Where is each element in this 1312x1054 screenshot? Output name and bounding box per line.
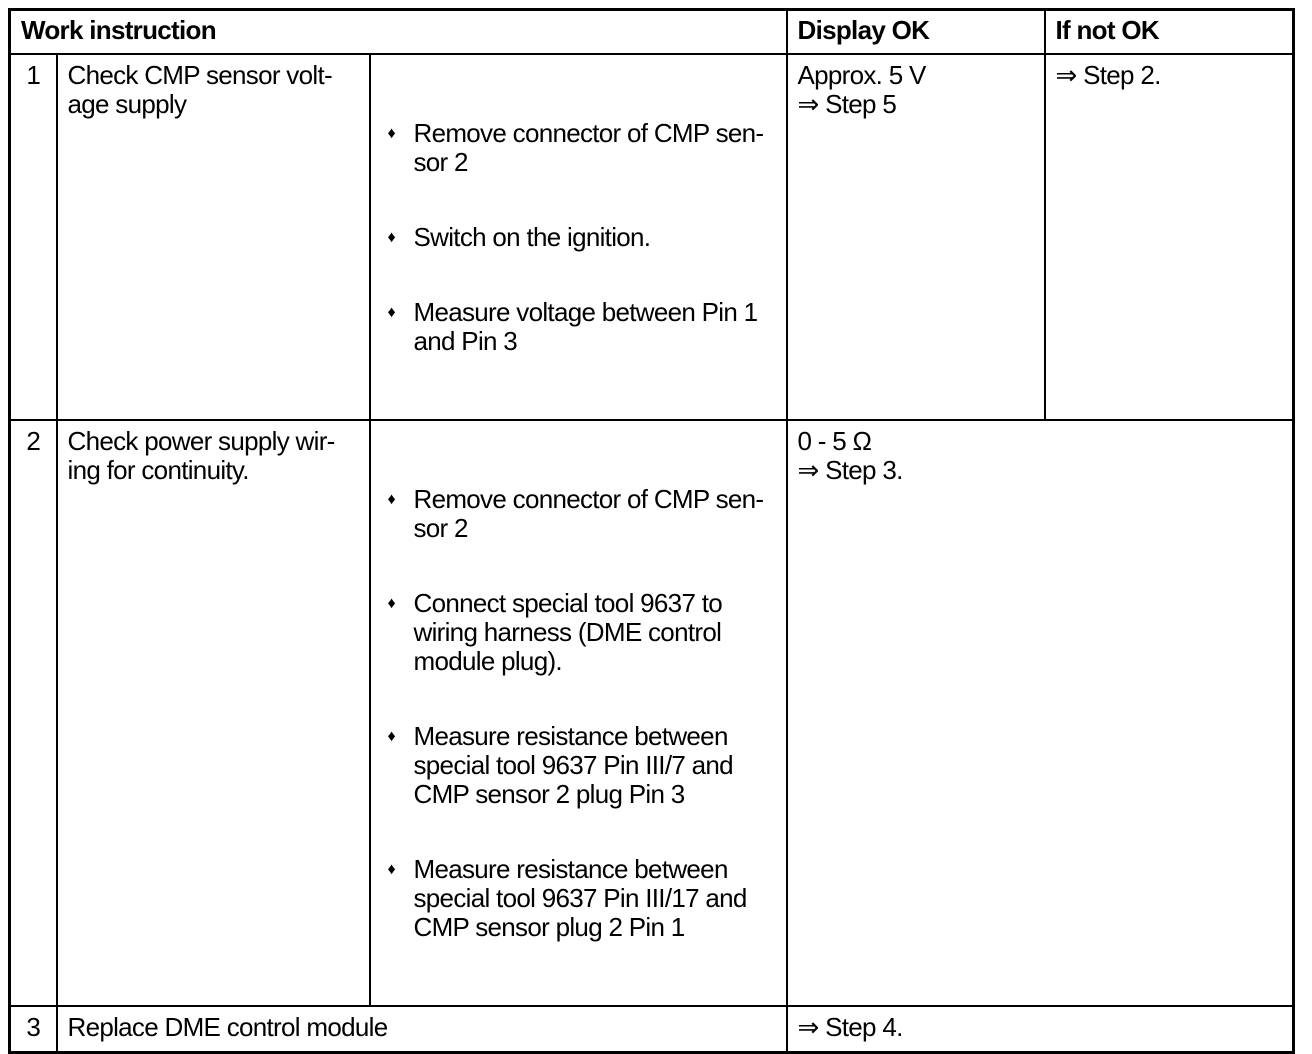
list-item: ♦ Measure resistance between special too… <box>382 720 778 809</box>
bullet-diamond-icon: ♦ <box>387 228 396 246</box>
instruction-cell: Check CMP sensor volt- age supply <box>55 52 371 421</box>
work-instruction-table: Work instruction Display OK If not OK 1 … <box>8 8 1295 1054</box>
bullet-diamond-icon: ♦ <box>387 490 396 508</box>
document-page: Work instruction Display OK If not OK 1 … <box>8 8 1295 1054</box>
list-item: ♦ Switch on the ignition. <box>382 221 778 252</box>
instruction-cell: Check power supply wir- ing for continui… <box>55 418 371 1007</box>
list-item: ♦ Connect special tool 9637 to wiring ha… <box>382 587 778 676</box>
step-number: 3 <box>8 1004 58 1054</box>
step-number: 1 <box>8 52 58 421</box>
action-list: ♦ Remove connector of CMP sen- sor 2 ♦ S… <box>382 90 778 385</box>
display-ok-cell: Approx. 5 V ⇒ Step 5 <box>785 52 1046 421</box>
bullet-diamond-icon: ♦ <box>387 727 396 745</box>
action-text: Connect special tool 9637 to wiring harn… <box>413 587 723 676</box>
action-text: Switch on the ignition. <box>413 221 652 252</box>
step-number: 2 <box>8 418 58 1007</box>
result-cell: ⇒ Step 4. <box>785 1004 1295 1054</box>
actions-cell: ♦ Remove connector of CMP sen- sor 2 ♦ S… <box>368 52 788 421</box>
list-item: ♦ Measure voltage between Pin 1 and Pin … <box>382 296 778 356</box>
action-text: Remove connector of CMP sen- sor 2 <box>413 483 765 543</box>
instruction-cell: Replace DME control module <box>55 1004 788 1054</box>
table-header-row: Work instruction Display OK If not OK <box>8 8 1295 55</box>
if-not-ok-cell: ⇒ Step 2. <box>1043 52 1295 421</box>
bullet-diamond-icon: ♦ <box>387 594 396 612</box>
header-if-not-ok: If not OK <box>1043 8 1295 55</box>
result-cell: 0 - 5 Ω ⇒ Step 3. <box>785 418 1295 1007</box>
bullet-diamond-icon: ♦ <box>387 860 396 878</box>
bullet-diamond-icon: ♦ <box>387 124 396 142</box>
table-row-step-3: 3 Replace DME control module ⇒ Step 4. <box>8 1004 1295 1054</box>
header-work-instruction: Work instruction <box>8 8 788 55</box>
header-display-ok: Display OK <box>785 8 1046 55</box>
action-text: Measure voltage between Pin 1 and Pin 3 <box>413 296 759 356</box>
table-row-step-2: 2 Check power supply wir- ing for contin… <box>8 418 1295 1007</box>
table-row-step-1: 1 Check CMP sensor volt- age supply ♦ Re… <box>8 52 1295 421</box>
action-list: ♦ Remove connector of CMP sen- sor 2 ♦ C… <box>382 456 778 971</box>
list-item: ♦ Remove connector of CMP sen- sor 2 <box>382 483 778 543</box>
actions-cell: ♦ Remove connector of CMP sen- sor 2 ♦ C… <box>368 418 788 1007</box>
action-text: Measure resistance between special tool … <box>413 853 748 942</box>
action-text: Measure resistance between special tool … <box>413 720 734 809</box>
list-item: ♦ Measure resistance between special too… <box>382 853 778 942</box>
action-text: Remove connector of CMP sen- sor 2 <box>413 117 765 177</box>
list-item: ♦ Remove connector of CMP sen- sor 2 <box>382 117 778 177</box>
bullet-diamond-icon: ♦ <box>387 303 396 321</box>
